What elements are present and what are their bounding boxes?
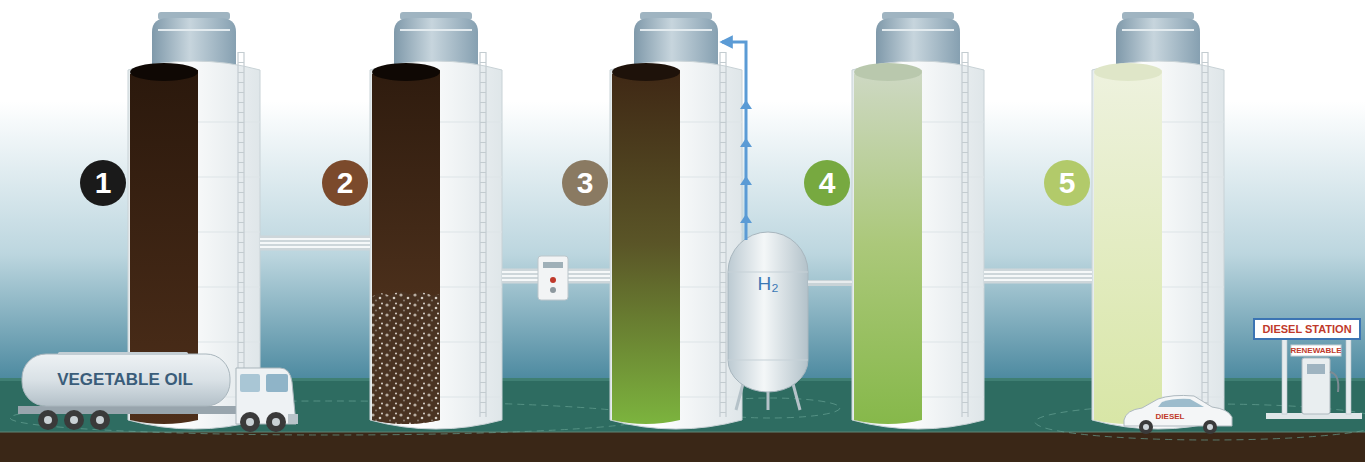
storage-tank-2 <box>370 12 502 429</box>
flow-chevron <box>740 176 752 185</box>
hydrogen-flow-arrow <box>722 42 746 240</box>
control-display <box>543 262 563 268</box>
control-light <box>550 287 556 293</box>
pipe-highlight <box>984 275 1092 277</box>
connector-group <box>260 239 370 247</box>
pipe-highlight <box>260 246 370 248</box>
fuel-station <box>1266 338 1362 419</box>
callout-circle: 2 <box>322 160 368 206</box>
flow-chevron <box>740 214 752 223</box>
pipe-highlight <box>260 242 370 244</box>
callout-number: 5 <box>1059 168 1076 198</box>
storage-tank-4 <box>852 12 984 429</box>
pump-label: RENEWABLE <box>1290 347 1341 355</box>
callout-circle: 1 <box>80 160 126 206</box>
pipe-highlight <box>984 271 1092 273</box>
node-text: VEGETABLE OIL <box>57 371 193 388</box>
flow-chevron <box>740 138 752 147</box>
storage-tank: 5 <box>1092 12 1224 430</box>
car <box>1124 395 1232 434</box>
pipe <box>984 269 1092 284</box>
connector-group <box>722 42 752 240</box>
control-light <box>550 277 556 283</box>
hydrogen-vessel <box>728 232 808 410</box>
pipe-highlight <box>808 281 852 283</box>
callout-number: 3 <box>577 168 594 198</box>
flow-chevron <box>740 100 752 109</box>
pipe <box>260 236 370 251</box>
callout-circle: 5 <box>1044 160 1090 206</box>
connector-group <box>808 282 852 283</box>
connector-group <box>984 272 1092 280</box>
callout-circle: 4 <box>804 160 850 206</box>
storage-tank-5 <box>1092 12 1224 429</box>
callout-number: 1 <box>95 168 112 198</box>
storage-tank: 2 <box>370 12 502 430</box>
hydrogen-vessel: H₂ <box>728 232 808 394</box>
soil <box>0 432 1365 462</box>
control-box <box>538 256 568 300</box>
storage-tank: 3 <box>610 12 742 430</box>
pipe <box>808 280 852 286</box>
storage-tank: 4 <box>852 12 984 430</box>
car-label: DIESEL <box>1156 413 1185 421</box>
station-sign: DIESEL STATION <box>1253 318 1361 340</box>
callout-number: 2 <box>337 168 354 198</box>
tanker-truck <box>18 352 298 432</box>
storage-tank: 1 <box>128 12 260 430</box>
callout-number: 4 <box>819 168 836 198</box>
soil-edge <box>0 432 1365 433</box>
storage-tank-3 <box>610 12 742 429</box>
pipe-highlight <box>984 279 1092 281</box>
node-text: DIESEL STATION <box>1262 324 1351 335</box>
pipe-highlight <box>260 238 370 240</box>
callout-circle: 3 <box>562 160 608 206</box>
node-text: H₂ <box>757 274 778 293</box>
tanker-truck: VEGETABLE OIL <box>22 354 228 404</box>
